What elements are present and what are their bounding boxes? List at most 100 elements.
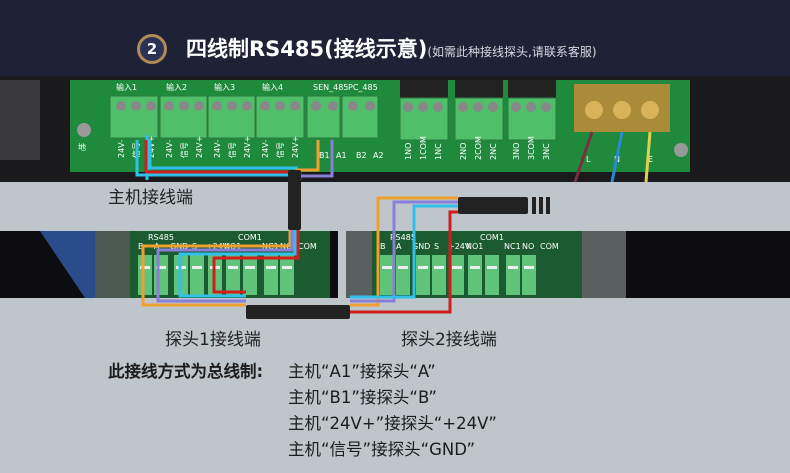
wire-orange: [141, 228, 292, 307]
note-line: 主机“B1”接探头“B”: [288, 388, 437, 407]
probe-terminal-label: COM: [298, 242, 317, 251]
wire-purple-host: [296, 140, 334, 178]
probe-terminal: [264, 255, 278, 295]
earth-wire: [644, 131, 652, 183]
screw-icon: [541, 102, 551, 112]
terminal-label: 24V+: [243, 136, 252, 158]
probe-terminal: [432, 255, 446, 295]
probe-terminal-label: B: [380, 242, 386, 251]
power-label-e: E: [648, 155, 653, 164]
probe-terminal-label: A: [396, 242, 402, 251]
input-group-label: SEN_485: [313, 83, 348, 92]
relay-label: 1NC: [434, 143, 443, 160]
relay-label: 2NC: [489, 143, 498, 160]
probe-link-cable: [246, 305, 350, 319]
screw-icon: [418, 102, 428, 112]
title-subtitle: (如需此种接线探头,请联系客服): [427, 45, 597, 59]
step-badge: 2: [137, 34, 167, 64]
title-main: 四线制RS485(接线示意): [186, 37, 428, 61]
screw-icon: [212, 101, 222, 111]
screw-icon: [365, 101, 375, 111]
wire-purple: [156, 228, 294, 303]
probe-terminal-label: NO1: [466, 242, 483, 251]
probe2-out-cable: [458, 197, 528, 214]
screw-icon: [290, 101, 300, 111]
screw-icon: [131, 101, 141, 111]
screw-icon: [227, 101, 237, 111]
terminal-label: 信号: [227, 142, 237, 158]
screw-icon: [194, 101, 204, 111]
neutral-wire: [610, 131, 624, 183]
probe-terminal: [190, 255, 204, 295]
probe-terminal-label: NO: [522, 242, 534, 251]
screw-icon: [403, 102, 413, 112]
terminal-label: 24V-: [165, 140, 174, 158]
probe-terminal-label: +24V: [448, 242, 471, 251]
terminal-label: 信号: [275, 142, 285, 158]
probe2-terminal-label: 探头2接线端: [401, 330, 497, 350]
wire-orange-host: [296, 140, 320, 172]
terminal-label: A1: [336, 151, 347, 160]
probe-terminal-label: NC1: [504, 242, 521, 251]
screw-icon: [179, 101, 189, 111]
screw-icon: [458, 102, 468, 112]
terminal-label: B2: [356, 151, 367, 160]
terminal-label: 24V-: [261, 140, 270, 158]
host-terminal-label: 主机接线端: [108, 188, 193, 208]
relay-label: 3NC: [542, 143, 551, 160]
probe-terminal: [154, 255, 168, 295]
probe-terminal: [485, 255, 499, 295]
wire-cyan: [178, 228, 297, 298]
com1-label: COM1: [238, 233, 262, 242]
screw-icon: [585, 101, 603, 119]
terminal-label: 24V-: [117, 140, 126, 158]
terminal-label: 24V+: [195, 136, 204, 158]
probe-terminal-label: B: [138, 242, 144, 251]
probe-terminal: [522, 255, 536, 295]
com1-label: COM1: [480, 233, 504, 242]
rs485-label: RS485: [390, 233, 416, 242]
terminal-label: 信号: [179, 142, 189, 158]
relay: [455, 80, 503, 98]
note-line: 主机“信号”接探头“GND”: [288, 440, 475, 459]
terminal-label: A2: [373, 151, 384, 160]
relay-label: 1COM: [419, 136, 428, 160]
screw-icon: [146, 101, 156, 111]
probe-terminal-label: S: [434, 242, 439, 251]
relay: [400, 80, 448, 98]
host-cable: [288, 170, 301, 230]
relay-label: 2NO: [459, 143, 468, 160]
power-label-l: L: [586, 155, 591, 164]
wire-red: [212, 228, 300, 294]
probe-terminal: [450, 255, 464, 295]
screw-icon: [260, 101, 270, 111]
probe-terminal: [396, 255, 410, 295]
input-group-label: 输入3: [214, 82, 235, 92]
probe-terminal: [380, 255, 394, 295]
relay-label: 3NO: [512, 143, 521, 160]
screw-icon: [674, 143, 688, 157]
relay-label: 1NO: [404, 143, 413, 160]
note-line: 主机“24V+”接探头“+24V”: [288, 414, 497, 433]
page-title: 四线制RS485(接线示意)(如需此种接线探头,请联系客服): [186, 33, 597, 63]
screw-icon: [613, 101, 631, 119]
input-group-label: 输入2: [166, 82, 187, 92]
wires: [135, 135, 458, 314]
relay: [508, 80, 556, 98]
screw-icon: [164, 101, 174, 111]
notes-heading: 此接线方式为总线制:: [108, 361, 263, 381]
screw-icon: [116, 101, 126, 111]
relay-label: 3COM: [527, 136, 536, 160]
screw-icon: [348, 101, 358, 111]
probe-terminal: [138, 255, 152, 295]
probe-terminal: [243, 255, 257, 295]
probe-terminal: [280, 255, 294, 295]
header-bar: 2 四线制RS485(接线示意)(如需此种接线探头,请联系客服): [0, 0, 790, 76]
probe1-terminal-label: 探头1接线端: [165, 330, 261, 350]
input-group-label: 输入1: [116, 82, 137, 92]
screw-icon: [488, 102, 498, 112]
screw-icon: [275, 101, 285, 111]
note-line: 主机“A1”接探头“A”: [288, 362, 436, 381]
probe-terminal: [506, 255, 520, 295]
